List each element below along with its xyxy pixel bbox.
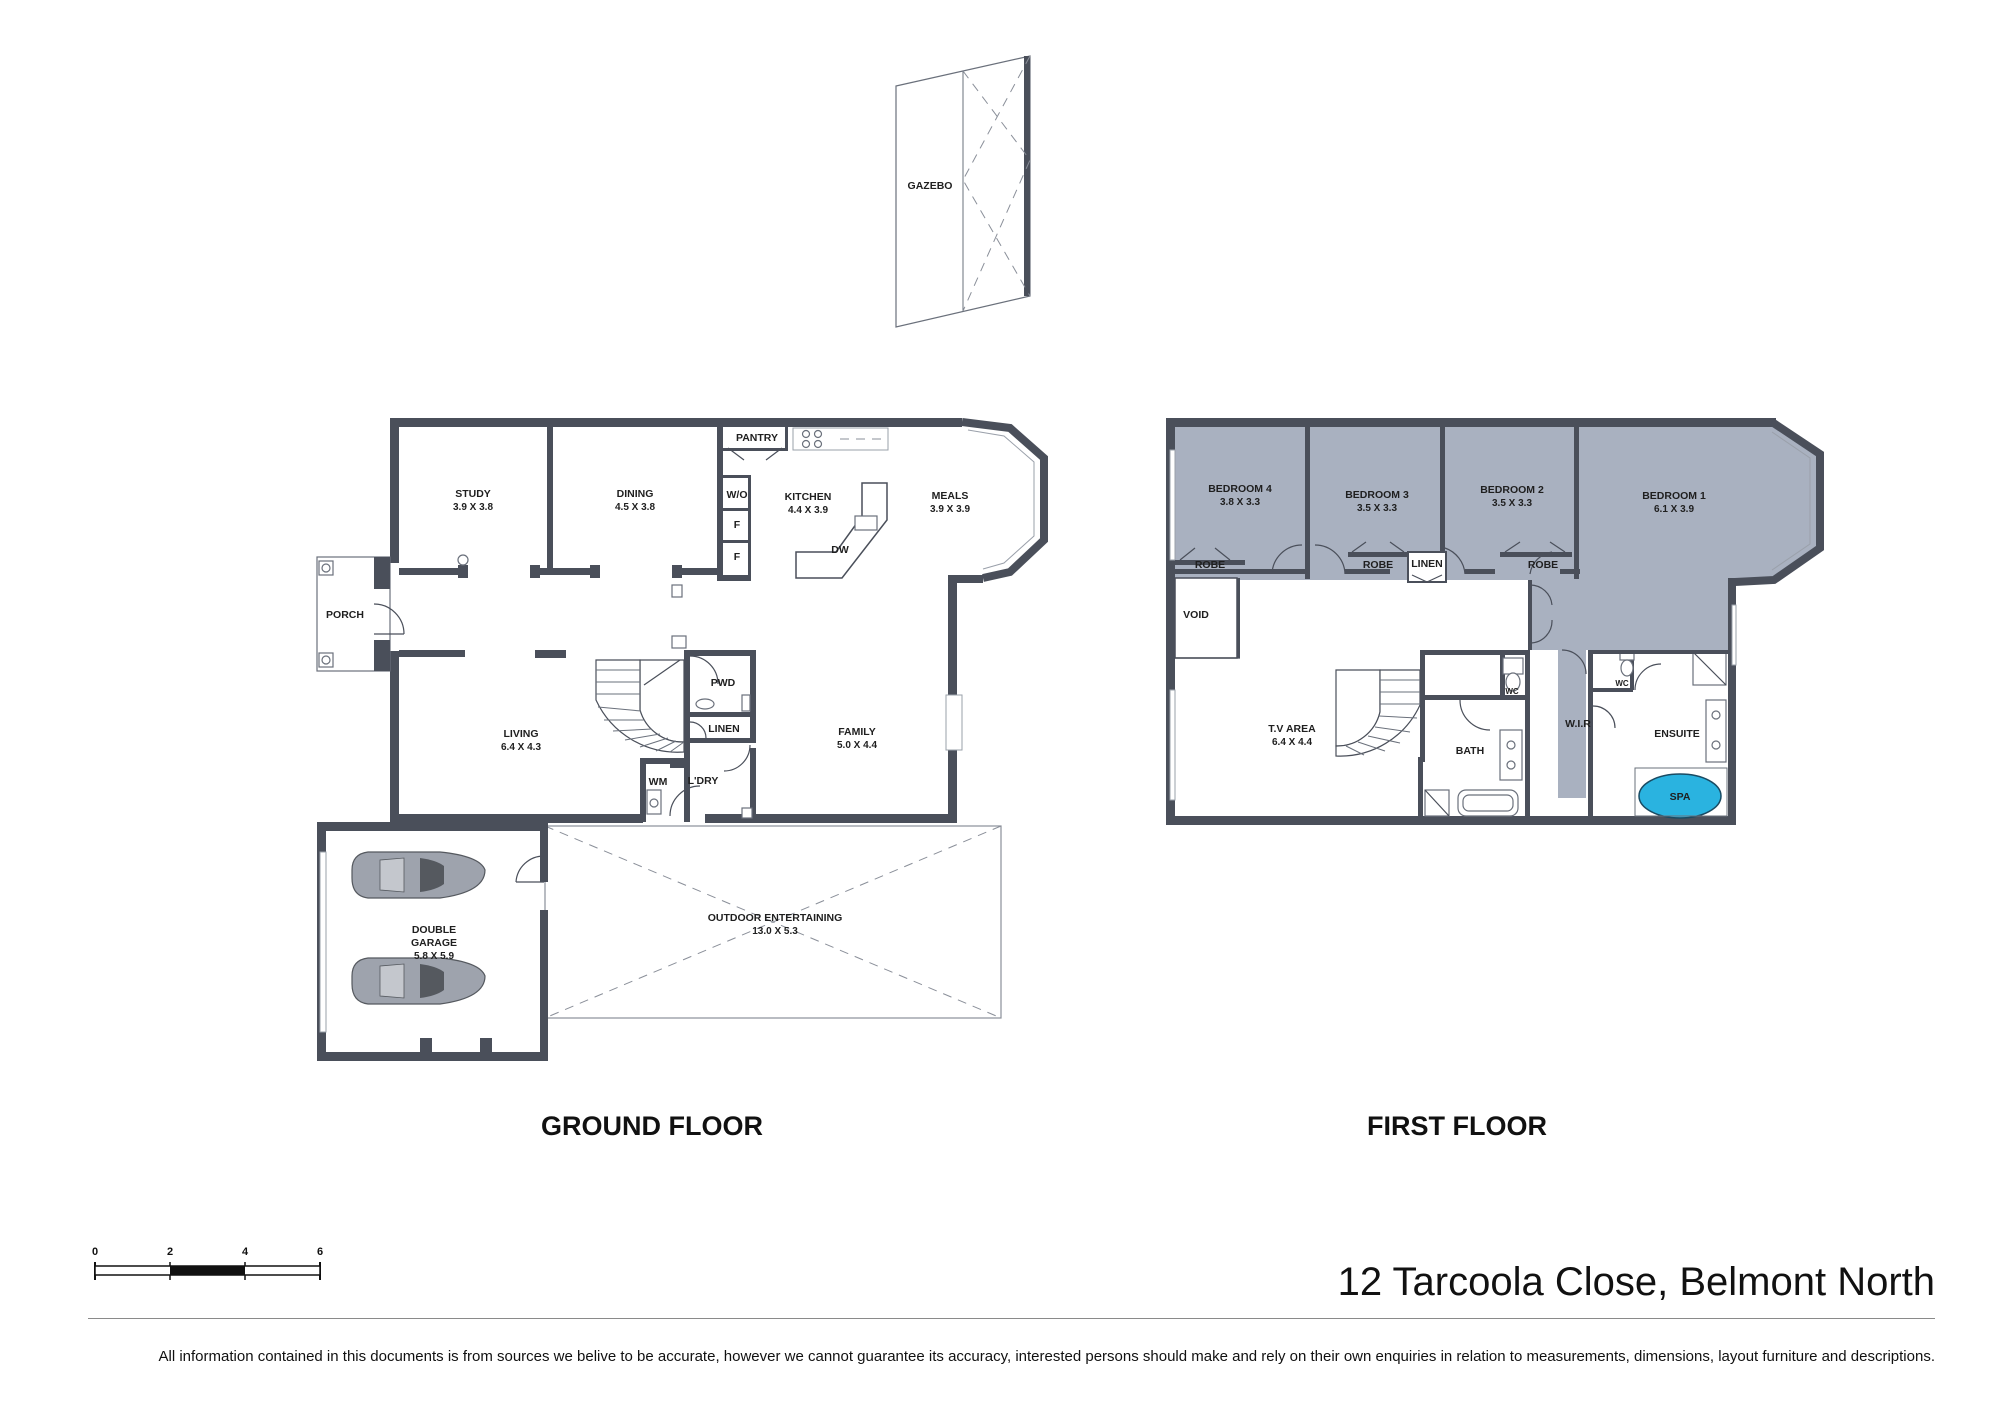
wo-label: W/O [727, 489, 748, 501]
ground-floor-title: GROUND FLOOR [541, 1111, 763, 1141]
porch-label: PORCH [326, 609, 364, 621]
garage-dims: 5.8 X 5.9 [414, 951, 454, 962]
garage-label-line1: DOUBLE [412, 924, 456, 936]
dining-dims: 4.5 X 3.8 [615, 502, 655, 513]
living-dims: 6.4 X 4.3 [501, 742, 541, 753]
first-floor-plan: BEDROOM 4 3.8 X 3.3 BEDROOM 3 3.5 X 3.3 … [1166, 418, 1824, 1141]
bedroom3-dims: 3.5 X 3.3 [1357, 503, 1397, 514]
disclaimer-text: All information contained in this docume… [158, 1348, 1936, 1365]
void [1174, 577, 1240, 659]
outdoor-dims: 13.0 X 5.3 [752, 926, 798, 937]
bedroom1-label: BEDROOM 1 [1642, 490, 1706, 502]
outdoor-label: OUTDOOR ENTERTAINING [708, 912, 843, 924]
linen-label: LINEN [708, 723, 740, 735]
bedroom3-label: BEDROOM 3 [1345, 489, 1409, 501]
bedroom1-dims: 6.1 X 3.9 [1654, 504, 1694, 515]
wir [1530, 640, 1593, 825]
wm-label: WM [649, 776, 668, 788]
dining-label: DINING [617, 488, 654, 500]
double-garage [317, 822, 548, 1061]
ensuite-wc-label: WC [1615, 679, 1629, 688]
garage-label-line2: GARAGE [411, 937, 457, 949]
study-label: STUDY [455, 488, 491, 500]
scale-tick-0: 0 [92, 1246, 98, 1258]
property-address: 12 Tarcoola Close, Belmont North [1337, 1260, 1935, 1304]
bedroom2-label: BEDROOM 2 [1480, 484, 1544, 496]
tv-area-label: T.V AREA [1268, 723, 1316, 735]
wc-label: WC [1505, 687, 1519, 696]
car-icon [351, 851, 486, 899]
void-label: VOID [1183, 609, 1209, 621]
divider [88, 1318, 1935, 1319]
study-dims: 3.9 X 3.8 [453, 502, 493, 513]
meals-label: MEALS [932, 490, 969, 502]
meals-dims: 3.9 X 3.9 [930, 504, 970, 515]
bedroom2-dims: 3.5 X 3.3 [1492, 498, 1532, 509]
bedroom4-dims: 3.8 X 3.3 [1220, 497, 1260, 508]
fridge-label: F [734, 551, 741, 563]
family-label: FAMILY [838, 726, 876, 738]
scale-tick-4: 4 [242, 1246, 249, 1258]
scale-tick-6: 6 [317, 1246, 323, 1258]
scale-tick-2: 2 [167, 1246, 173, 1258]
kitchen-label: KITCHEN [785, 491, 832, 503]
robe-label: ROBE [1195, 559, 1225, 571]
ground-floor-plan: PORCH [316, 418, 1048, 1141]
wir-label: W.I.R [1565, 718, 1591, 730]
robe-label: ROBE [1363, 559, 1393, 571]
ensuite [1592, 650, 1728, 819]
stair-ground [595, 659, 685, 753]
outdoor-entertaining-area [544, 825, 1002, 1019]
pantry-label: PANTRY [736, 432, 778, 444]
bedroom4-label: BEDROOM 4 [1208, 483, 1272, 495]
car-icon [351, 957, 486, 1005]
gazebo-label: GAZEBO [908, 180, 953, 192]
linen-label: LINEN [1411, 558, 1443, 570]
ensuite-label: ENSUITE [1654, 728, 1700, 740]
family-dims: 5.0 X 4.4 [837, 740, 877, 751]
living-label: LIVING [503, 728, 538, 740]
bath-label: BATH [1456, 745, 1484, 757]
fridge-label: F [734, 519, 741, 531]
robe-label: ROBE [1528, 559, 1558, 571]
laundry-label: L'DRY [688, 775, 719, 787]
pwd-label: PWD [711, 677, 736, 689]
gazebo: GAZEBO [895, 55, 1031, 328]
kitchen-dims: 4.4 X 3.9 [788, 505, 828, 516]
porch: PORCH [316, 556, 405, 672]
spa-label: SPA [1670, 791, 1691, 803]
tv-area-dims: 6.4 X 4.4 [1272, 737, 1312, 748]
dw-label: DW [831, 544, 849, 556]
first-floor-title: FIRST FLOOR [1367, 1111, 1547, 1141]
scale-bar: 0 2 4 6 [92, 1246, 323, 1280]
stair-first [1335, 669, 1421, 757]
